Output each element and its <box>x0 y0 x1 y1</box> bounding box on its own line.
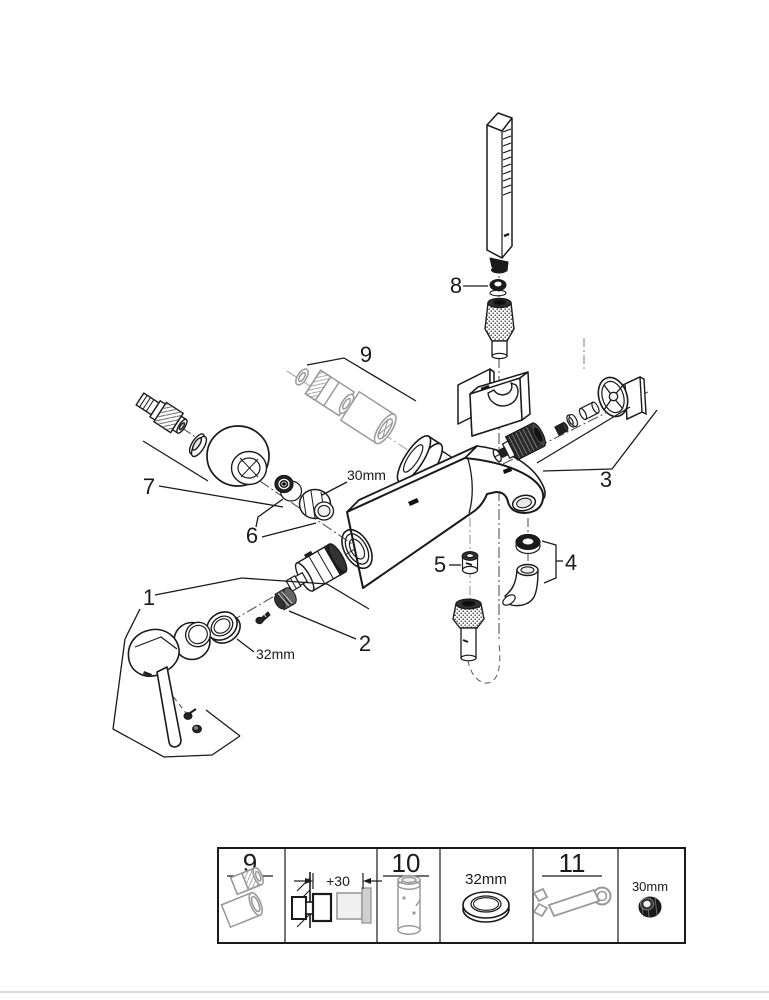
wall-extension-icon <box>291 872 382 928</box>
ring-seal-icon <box>462 891 510 923</box>
callout-2: 2 <box>359 631 371 656</box>
callout-9: 9 <box>360 342 372 367</box>
callout-leader-lines <box>112 285 658 758</box>
hose-outlet-elbow <box>502 563 539 607</box>
check-valve <box>274 474 303 502</box>
callout-8: 8 <box>450 273 462 298</box>
legend-cell-ring: 32mm <box>462 871 510 923</box>
shower-hose-connector <box>452 598 485 662</box>
mixer-body-with-spout <box>341 445 546 589</box>
legend-label-11: 11 <box>559 848 586 878</box>
callout-4: 4 <box>565 550 577 575</box>
extension-tube-icon <box>397 875 421 935</box>
legend-cell-nut: 30mm <box>632 879 668 918</box>
wrench-icon <box>532 886 612 918</box>
callout-1: 1 <box>143 585 155 610</box>
shower-hose-nut <box>484 297 515 360</box>
hand-shower <box>486 112 513 274</box>
shower-washer <box>489 279 507 297</box>
callout-7: 7 <box>143 474 155 499</box>
callout-5: 5 <box>434 552 446 577</box>
diverter-cartridge <box>492 422 546 463</box>
outlet-gasket <box>515 533 541 555</box>
legend-label-32mm: 32mm <box>465 871 507 888</box>
retaining-ring-32mm <box>206 611 241 644</box>
legend-label-30mm: 30mm <box>632 879 668 894</box>
diverter-knob <box>597 375 647 421</box>
dim-32mm: 32mm <box>256 646 295 662</box>
lever-handle <box>127 628 182 748</box>
union-fittings-icon <box>220 866 264 929</box>
legend-cell-tube: 10 <box>383 848 429 935</box>
wall-escutcheon <box>206 425 270 487</box>
spray-face-icon <box>502 128 512 196</box>
spout-end-face <box>511 494 537 512</box>
legend-label-10: 10 <box>392 848 421 878</box>
hex-nut-icon <box>638 896 662 918</box>
dome-cap <box>173 621 211 661</box>
legend-cell-wrench: 11 <box>532 848 612 918</box>
inlet-fitting-set <box>135 392 270 487</box>
lever-cartridge <box>285 543 348 593</box>
legend-cell-unions: 9 <box>220 848 273 929</box>
callout-6: 6 <box>246 523 258 548</box>
wall-holder-bracket <box>457 368 531 437</box>
s-union-set <box>295 368 397 445</box>
diverter-small-parts <box>554 401 600 436</box>
mousseur-insert <box>461 550 479 575</box>
legend-label-plus30: +30 <box>326 873 350 889</box>
union-nut-30mm <box>298 488 335 521</box>
cartridge-nut <box>274 587 297 611</box>
callout-3: 3 <box>600 467 612 492</box>
legend-cell-extension: +30 <box>291 872 382 928</box>
handle-screws <box>183 708 202 734</box>
legend-table: 9 <box>217 847 686 944</box>
inlet-filter-washer <box>188 433 208 458</box>
cartridge-screw <box>255 611 271 625</box>
dim-30mm: 30mm <box>347 467 386 483</box>
callout-labels: 1 2 3 4 5 6 7 8 9 30mm 32mm <box>143 273 612 662</box>
